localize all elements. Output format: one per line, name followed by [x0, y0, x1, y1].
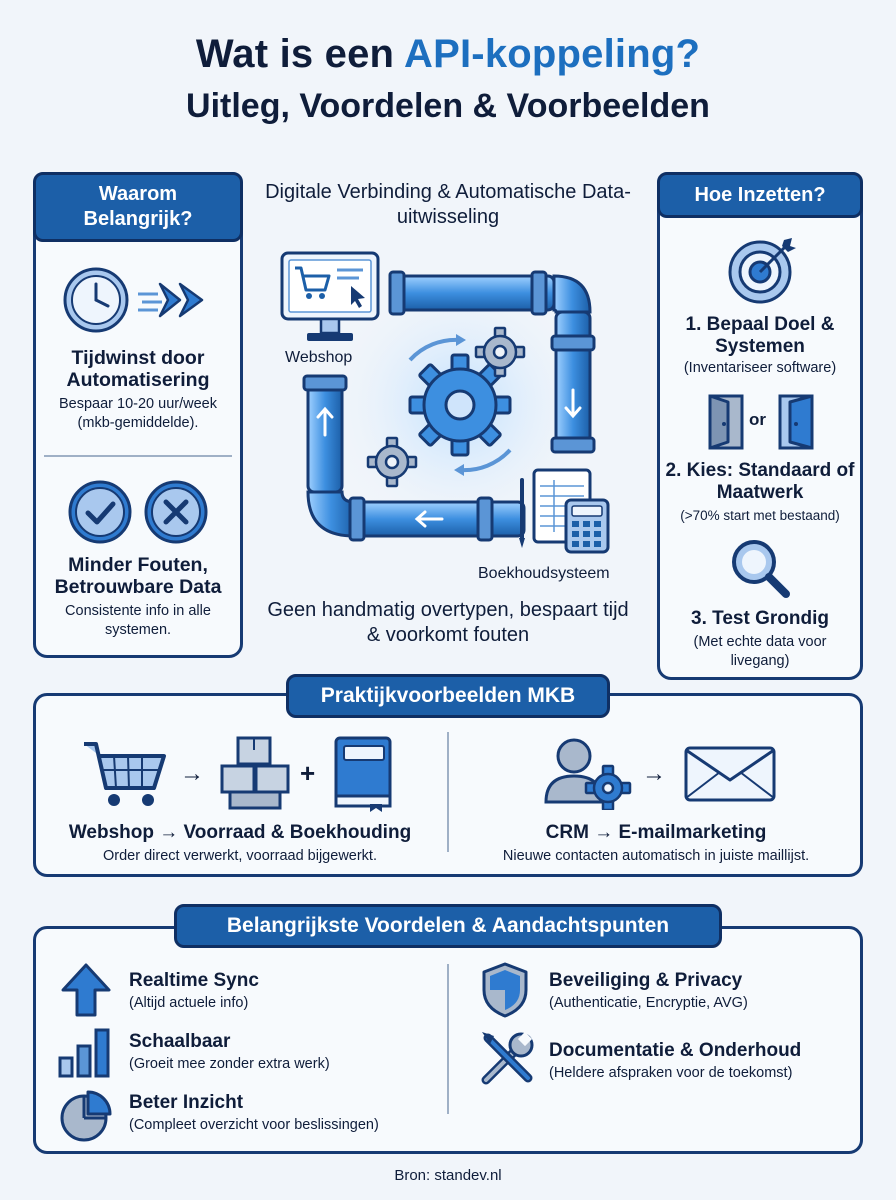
crm-user-icon [544, 738, 632, 810]
benefit-insight-title: Beter Inzicht [129, 1092, 244, 1113]
target-icon [728, 238, 796, 304]
example-2-desc: Nieuwe contacten automatisch in juiste m… [502, 848, 810, 864]
left-panel-divider [44, 455, 232, 457]
benefit-insight-desc: (Compleet overzicht voor beslissingen) [129, 1117, 379, 1133]
title-prefix: Wat is een [195, 32, 395, 76]
check-icon [68, 480, 132, 544]
benefit-realtime-title: Realtime Sync [129, 970, 259, 991]
pipeline-diagram [302, 265, 600, 545]
why-important-header: Waarom Belangrijk? [33, 172, 243, 242]
pie-chart-icon [60, 1090, 112, 1142]
step-2-desc: (>70% start met bestaand) [680, 508, 840, 523]
time-saving-title: Tijdwinst door Automatisering [66, 347, 210, 391]
bar-chart-icon [58, 1028, 110, 1078]
tools-icon [481, 1031, 534, 1085]
benefit-documentation-desc: (Heldere afspraken voor de toekomst) [549, 1065, 793, 1081]
fewer-errors-desc: Consistente info in alle systemen. [65, 603, 211, 638]
open-door-right-icon [778, 394, 814, 450]
center-caption: Geen handmatig overtypen, bespaart tijd … [267, 599, 629, 646]
step-3-title: 3. Test Grondig [691, 608, 829, 629]
up-arrow-icon [61, 963, 111, 1017]
webshop-monitor-icon [280, 251, 380, 341]
step-3-desc: (Met echte data voor livegang) [693, 634, 827, 669]
example-1-plus: + [300, 758, 316, 788]
accounting-system-label: Boekhoudsysteem [478, 565, 610, 582]
benefit-scalable-title: Schaalbaar [129, 1031, 231, 1052]
example-1-arrow-1: → [180, 760, 204, 787]
benefit-documentation-title: Documentatie & Onderhoud [549, 1040, 802, 1061]
step-1-title: 1. Bepaal Doel & Systemen [685, 314, 835, 357]
examples-divider [447, 732, 449, 852]
example-1-desc: Order direct verwerkt, voorraad bijgewer… [103, 848, 377, 864]
ledger-book-icon [334, 736, 392, 812]
magnifier-icon [732, 540, 790, 598]
benefits-header: Belangrijkste Voordelen & Aandachtspunte… [174, 904, 722, 948]
step-1-desc: (Inventariseer software) [683, 360, 837, 376]
how-to-deploy-header: Hoe Inzetten? [657, 172, 863, 218]
benefits-divider [447, 964, 449, 1114]
or-label: or [749, 410, 766, 429]
clock-icon [63, 267, 204, 333]
example-2-arrow: → [642, 760, 666, 787]
why-important-panel [33, 188, 243, 658]
open-door-left-icon [708, 394, 744, 450]
benefit-realtime-desc: (Altijd actuele info) [129, 995, 249, 1011]
cross-icon [144, 480, 208, 544]
shopping-cart-icon [84, 742, 166, 806]
boxes-icon [220, 736, 290, 810]
time-saving-desc: Bespaar 10-20 uur/week (mkb-gemiddelde). [59, 396, 217, 431]
fewer-errors-title: Minder Fouten, Betrouwbare Data [54, 554, 222, 598]
benefit-scalable-desc: (Groeit mee zonder extra werk) [129, 1056, 330, 1072]
example-2-title: CRM → E-mailmarketing [545, 822, 767, 843]
examples-header: Praktijkvoorbeelden MKB [286, 674, 610, 718]
webshop-label: Webshop [285, 349, 353, 366]
page-title: Wat is een API-koppeling? Uitleg, Voorde… [0, 30, 896, 128]
title-accent: API-koppeling? [404, 32, 701, 76]
step-2-title: 2. Kies: Standaard of Maatwerk [665, 460, 855, 503]
source-credit: Bron: standev.nl [394, 1167, 502, 1184]
example-1-title: Webshop → Voorraad & Boekhouding [68, 822, 412, 843]
title-line-1: Wat is een API-koppeling? [0, 30, 896, 78]
title-line-2: Uitleg, Voordelen & Voorbeelden [186, 87, 710, 125]
benefit-security-title: Beveiliging & Privacy [549, 970, 743, 991]
envelope-icon [684, 746, 776, 802]
center-heading: Digitale Verbinding & Automatische Data-… [265, 181, 631, 228]
benefit-security-desc: (Authenticatie, Encryptie, AVG) [549, 995, 748, 1011]
shield-icon [482, 962, 528, 1018]
accounting-system-icon [519, 468, 610, 554]
